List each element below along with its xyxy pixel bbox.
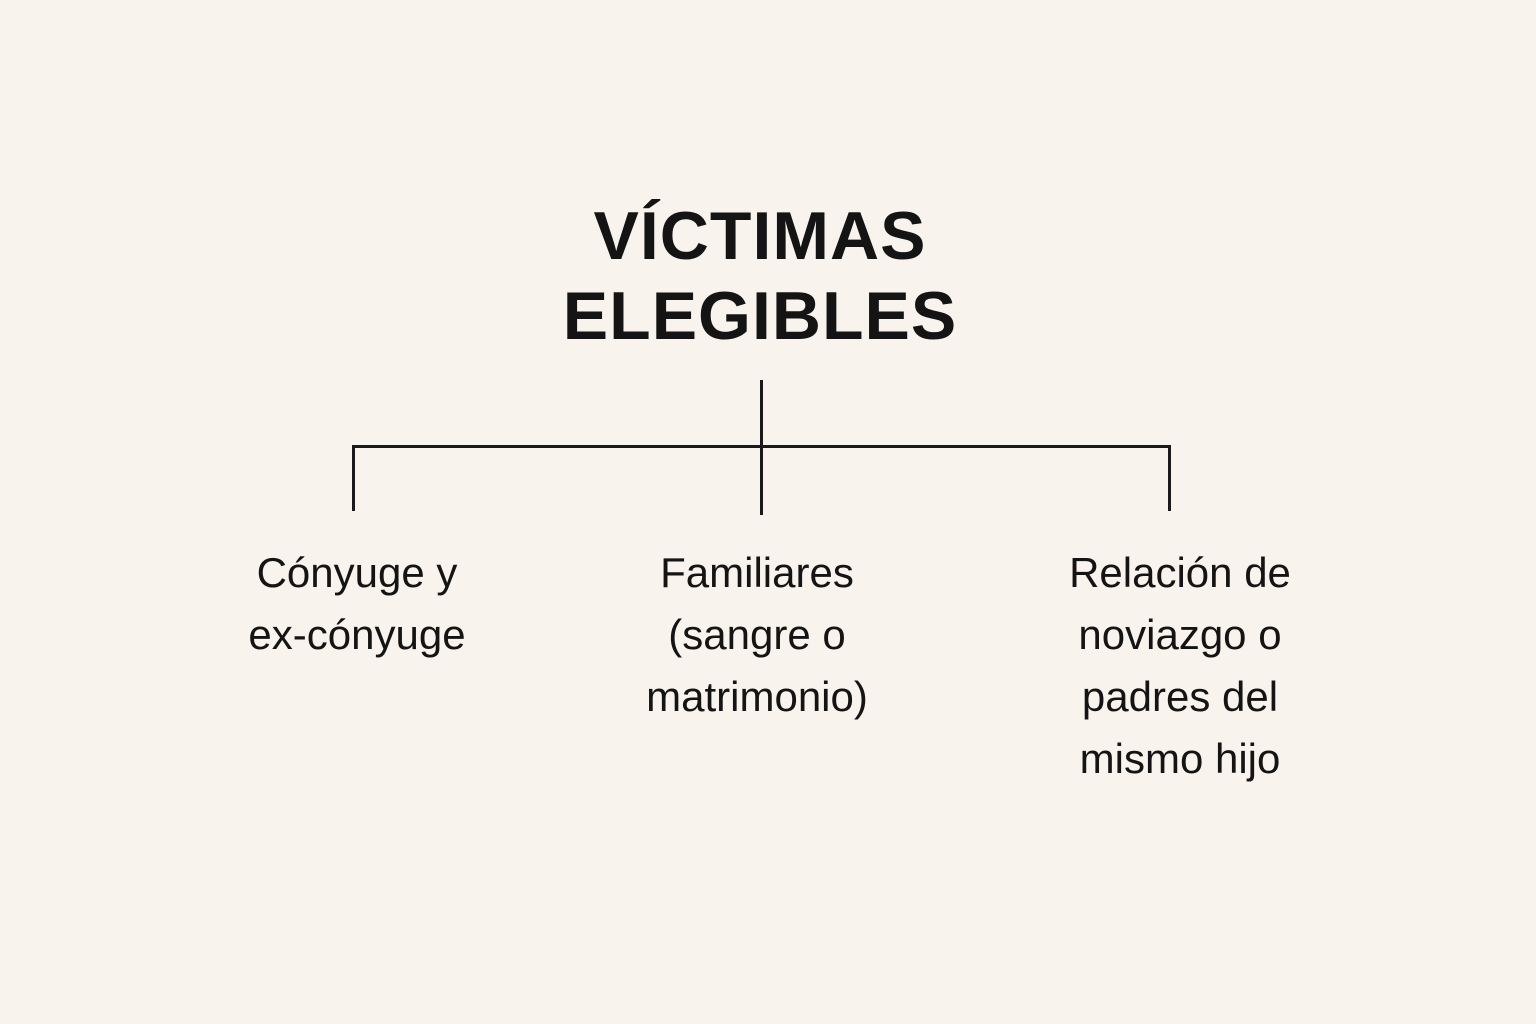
diagram-title-line-1: VÍCTIMAS: [593, 198, 927, 274]
connector-drop-left: [352, 445, 355, 511]
node-relacion-line-3: padres del: [1081, 673, 1279, 720]
node-conyuge-line-2: ex-cónyuge: [248, 611, 466, 658]
node-familiares-line-1: Familiares: [660, 549, 854, 596]
node-relacion-line-2: noviazgo o: [1078, 611, 1282, 658]
node-relacion-line-1: Relación de: [1069, 549, 1291, 596]
node-familiares: Familiares (sangre o matrimonio): [557, 542, 957, 728]
node-conyuge-line-1: Cónyuge y: [256, 549, 458, 596]
connector-drop-center: [760, 445, 763, 515]
node-relacion-line-4: mismo hijo: [1079, 735, 1281, 782]
diagram-title: VÍCTIMAS ELEGIBLES: [0, 196, 1520, 356]
node-familiares-line-3: matrimonio): [646, 673, 868, 720]
node-conyuge: Cónyuge y ex-cónyuge: [157, 542, 557, 666]
diagram-title-line-2: ELEGIBLES: [562, 278, 958, 354]
connector-vertical-stub: [760, 380, 763, 447]
connector-drop-right: [1168, 445, 1171, 511]
node-familiares-line-2: (sangre o: [668, 611, 846, 658]
node-relacion: Relación de noviazgo o padres del mismo …: [980, 542, 1380, 790]
